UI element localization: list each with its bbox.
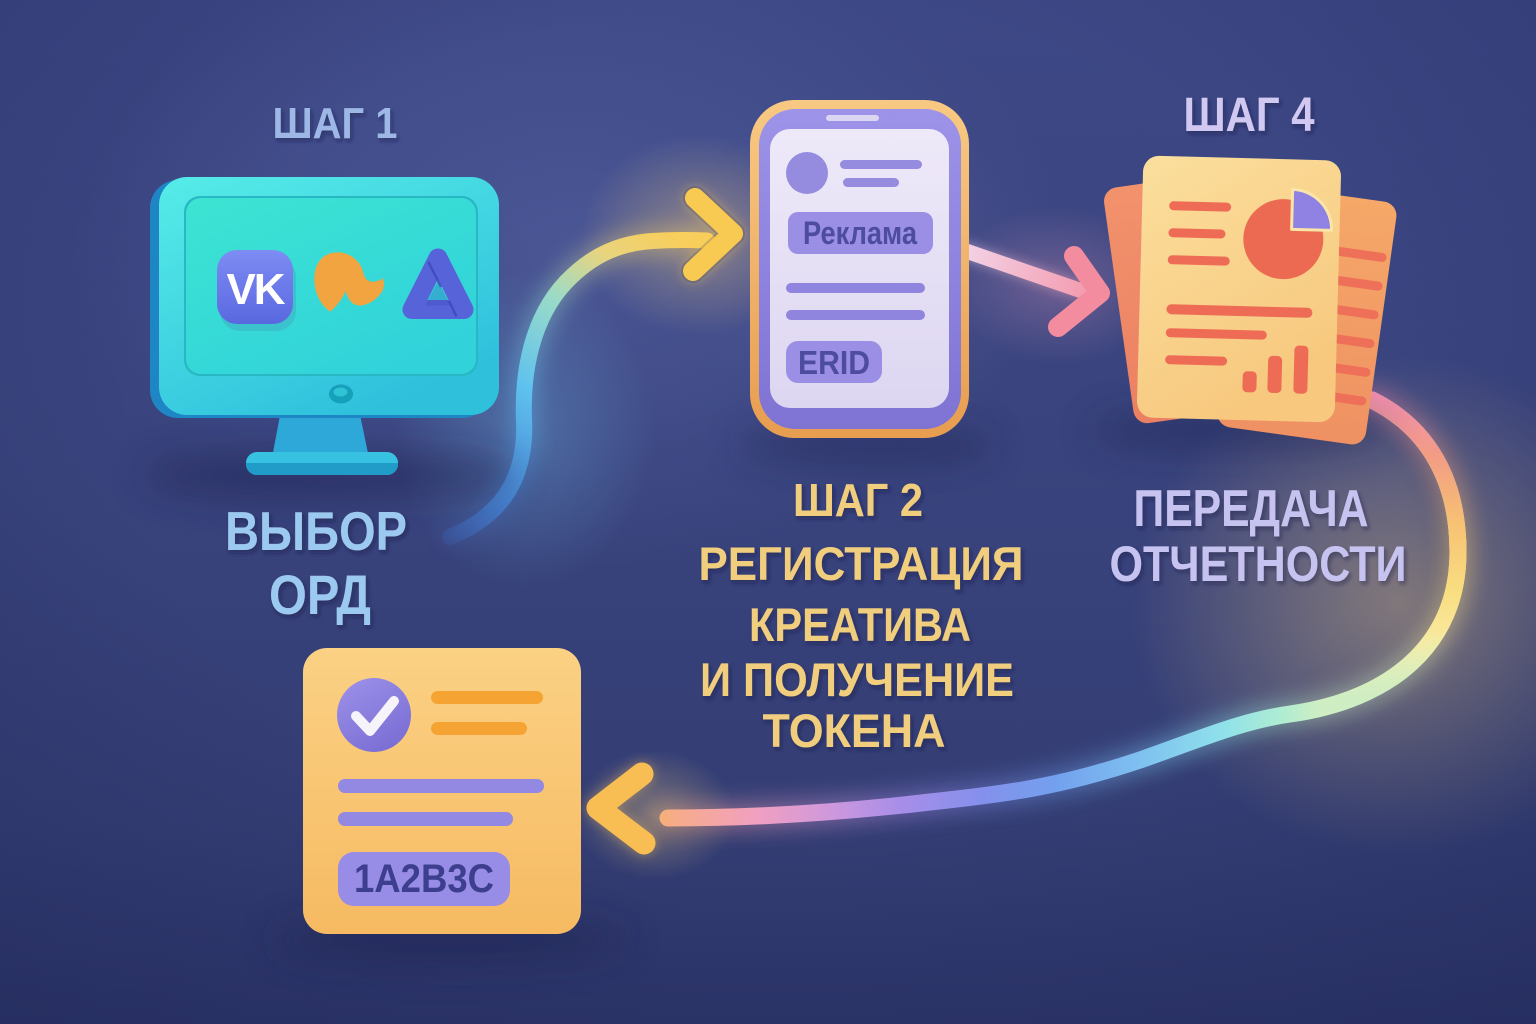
svg-text:ТОКЕНА: ТОКЕНА xyxy=(763,704,946,757)
svg-text:ВЫБОР: ВЫБОР xyxy=(225,500,407,562)
svg-text:РЕГИСТРАЦИЯ: РЕГИСТРАЦИЯ xyxy=(699,537,1024,590)
svg-text:И ПОЛУЧЕНИЕ: И ПОЛУЧЕНИЕ xyxy=(700,653,1014,706)
svg-text:ОТЧЕТНОСТИ: ОТЧЕТНОСТИ xyxy=(1110,536,1407,592)
svg-text:VK: VK xyxy=(226,265,285,314)
svg-text:ШАГ 4: ШАГ 4 xyxy=(1184,89,1315,142)
svg-text:ERID: ERID xyxy=(798,344,870,381)
svg-text:1А2В3С: 1А2В3С xyxy=(354,857,494,901)
svg-text:ШАГ 1: ШАГ 1 xyxy=(273,99,398,148)
svg-text:КРЕАТИВА: КРЕАТИВА xyxy=(749,598,971,651)
svg-text:Реклама: Реклама xyxy=(803,215,917,251)
svg-text:ОРД: ОРД xyxy=(269,563,371,626)
svg-text:ПЕРЕДАЧА: ПЕРЕДАЧА xyxy=(1134,480,1369,538)
svg-text:ШАГ 2: ШАГ 2 xyxy=(793,474,923,526)
